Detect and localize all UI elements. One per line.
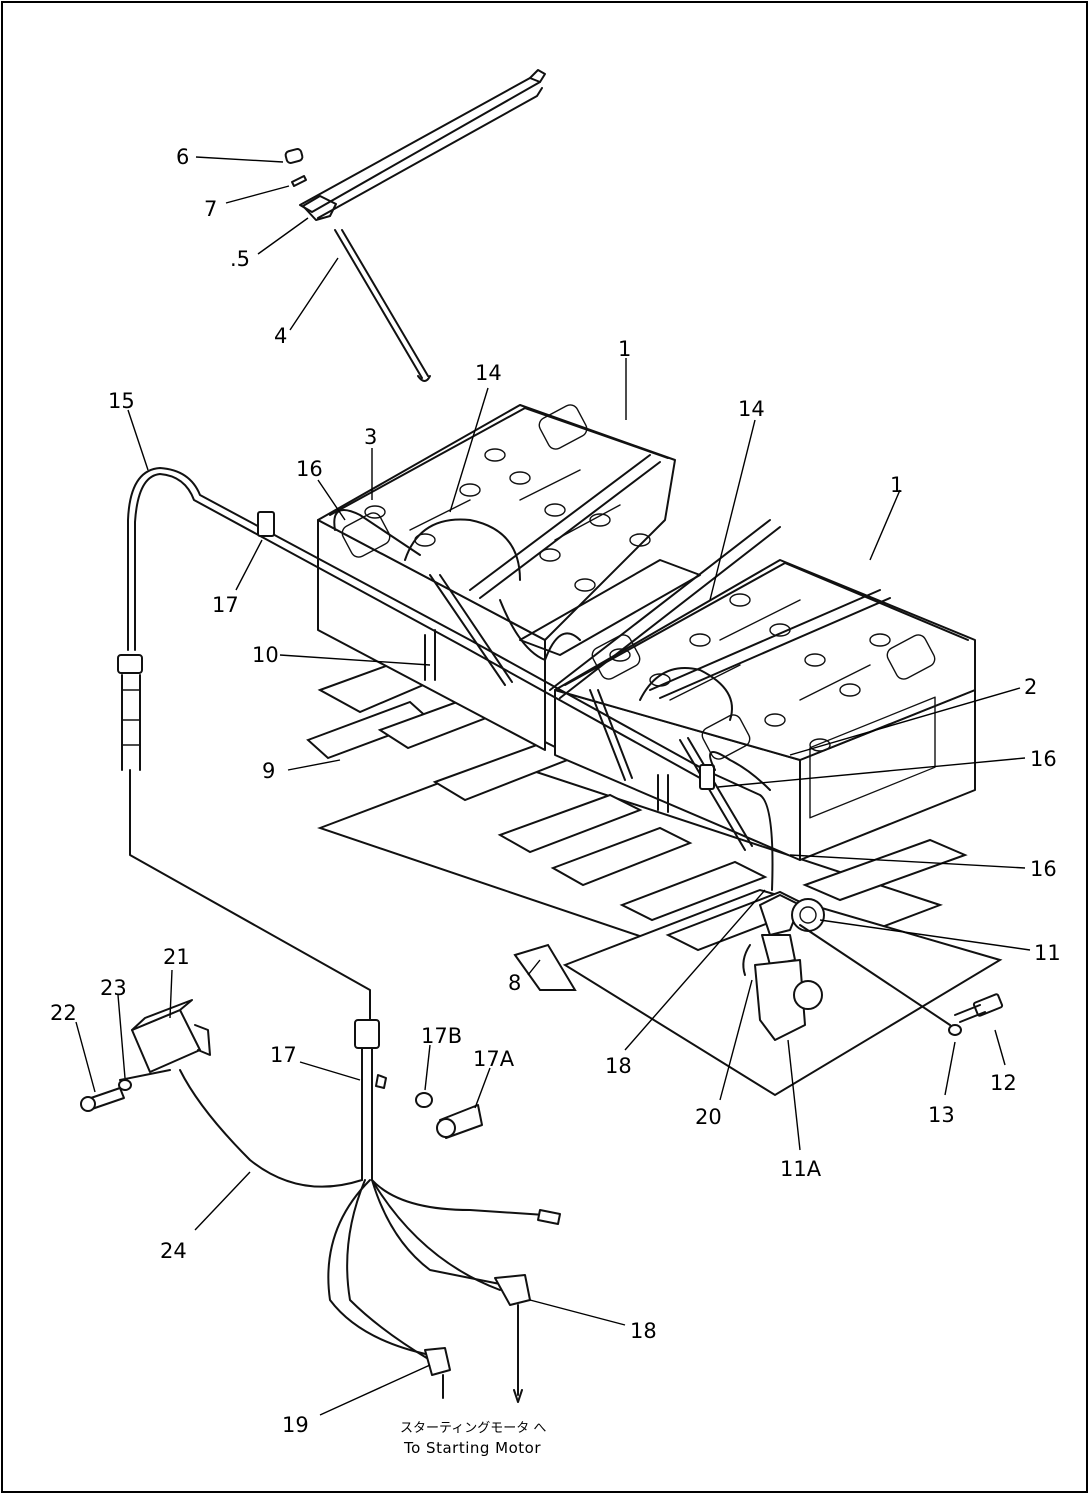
callout-24: 24 <box>160 1239 187 1263</box>
battery-cable-15 <box>117 467 774 891</box>
callout-17-bottom: 17 <box>270 1043 297 1067</box>
callout-14-left: 14 <box>475 361 502 385</box>
callout-9: 9 <box>262 759 275 783</box>
note-starting-motor-en: To Starting Motor <box>403 1439 541 1457</box>
callout-16-left: 16 <box>296 457 323 481</box>
callout-10: 10 <box>252 643 279 667</box>
middle-battery-links <box>424 454 891 851</box>
callout-11: 11 <box>1034 941 1061 965</box>
wiring-harness <box>129 769 561 1403</box>
callout-5: .5 <box>230 247 250 271</box>
callout-7: 7 <box>204 197 217 221</box>
note-starting-motor-jp: スターティングモータ へ <box>400 1421 546 1436</box>
callout-4: 4 <box>274 324 287 348</box>
hold-down-bar-assembly <box>284 69 546 382</box>
battery-left <box>317 404 676 751</box>
callout-12: 12 <box>990 1071 1017 1095</box>
callout-11a: 11A <box>780 1157 822 1181</box>
callout-14-right: 14 <box>738 397 765 421</box>
battery-right <box>554 559 976 861</box>
callout-17a: 17A <box>473 1047 515 1071</box>
callout-21: 21 <box>163 945 190 969</box>
callout-18-bottom: 18 <box>630 1319 657 1343</box>
callout-17b: 17B <box>421 1024 462 1048</box>
callout-2: 2 <box>1024 675 1037 699</box>
battery-relay <box>742 894 1004 1041</box>
callout-22: 22 <box>50 1001 77 1025</box>
callout-3: 3 <box>364 425 377 449</box>
callout-1-right: 1 <box>890 473 903 497</box>
callout-17-top: 17 <box>212 593 239 617</box>
bolt-17a <box>415 1092 483 1139</box>
callout-1-left: 1 <box>618 337 631 361</box>
callout-19: 19 <box>282 1413 309 1437</box>
callout-16-low: 16 <box>1030 857 1057 881</box>
callout-15: 15 <box>108 389 135 413</box>
callout-16-mid: 16 <box>1030 747 1057 771</box>
callout-23: 23 <box>100 976 127 1000</box>
callout-20: 20 <box>695 1105 722 1129</box>
terminal-loops <box>333 509 771 791</box>
callout-6: 6 <box>176 145 189 169</box>
callout-labels: 6 7 .5 4 15 14 1 14 1 3 16 17 10 2 9 16 … <box>50 145 1061 1457</box>
relay-21 <box>80 999 211 1112</box>
callout-18-top: 18 <box>605 1054 632 1078</box>
callout-13: 13 <box>928 1103 955 1127</box>
leader-lines <box>75 156 1031 1416</box>
callout-8: 8 <box>508 971 521 995</box>
